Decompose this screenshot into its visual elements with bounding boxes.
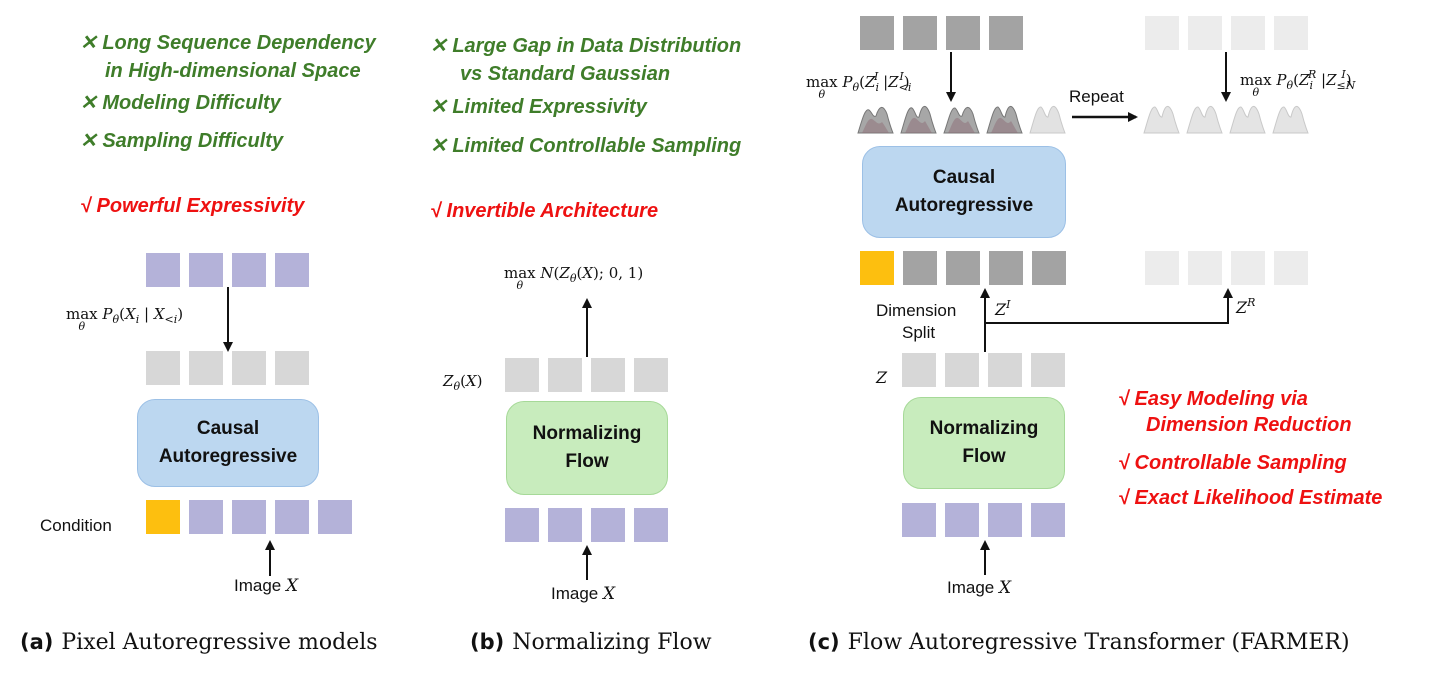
input-token (945, 503, 979, 537)
top-token-light (1188, 16, 1222, 50)
pro-c-2: √ Controllable Sampling (1118, 452, 1347, 474)
top-token-light (1145, 16, 1179, 50)
pro-c-1-cont: Dimension Reduction (1146, 414, 1352, 436)
con-a-1-cont: in High-dimensional Space (105, 60, 361, 82)
top-token-dark (903, 16, 937, 50)
block-label: Causal (196, 418, 260, 439)
block-label: Normalizing (532, 423, 642, 444)
target-token (232, 253, 266, 287)
distribution-curves-dark-inner (862, 117, 1018, 133)
con-b-3: ✕ Limited Controllable Sampling (430, 135, 742, 157)
block-label: Autoregressive (158, 446, 298, 467)
latent-token (505, 358, 539, 392)
arrow-c-split-zr (985, 288, 1233, 324)
block-label: Flow (962, 446, 1006, 467)
block-label: Causal (932, 167, 996, 188)
con-b-2: ✕ Limited Expressivity (430, 96, 647, 118)
input-token (634, 508, 668, 542)
input-token (318, 500, 352, 534)
con-b-1-cont: vs Standard Gaussian (460, 63, 671, 85)
block-label: Normalizing (929, 418, 1039, 439)
informative-token (1032, 251, 1066, 285)
target-token (146, 253, 180, 287)
input-token (232, 500, 266, 534)
target-token (275, 253, 309, 287)
latent-token (902, 353, 936, 387)
con-a-2: ✕ Modeling Difficulty (80, 92, 281, 114)
input-token (275, 500, 309, 534)
informative-token (946, 251, 980, 285)
pro-a: √ Powerful Expressivity (80, 195, 305, 217)
redundant-token (1274, 251, 1308, 285)
input-token (189, 500, 223, 534)
latent-token (548, 358, 582, 392)
top-token-dark (989, 16, 1023, 50)
redundant-token (1145, 251, 1179, 285)
pro-b: √ Invertible Architecture (430, 200, 659, 222)
input-label-c: Image X (947, 578, 1012, 598)
input-token (505, 508, 539, 542)
caption-b: (b)Normalizing Flow (470, 630, 712, 655)
input-label-a: Image X (234, 576, 299, 596)
latent-token (634, 358, 668, 392)
top-token-light (1231, 16, 1265, 50)
informative-token (989, 251, 1023, 285)
block-label: Flow (565, 451, 609, 472)
con-a-1: ✕ Long Sequence Dependency (80, 32, 376, 54)
condition-label: Condition (40, 516, 112, 535)
target-token (189, 253, 223, 287)
informative-token (903, 251, 937, 285)
zi-label: ZI (995, 298, 1011, 319)
pro-c-1: √ Easy Modeling via (1118, 388, 1308, 410)
condition-token (146, 500, 180, 534)
caption-a: (a)Pixel Autoregressive models (20, 630, 378, 655)
input-token (1031, 503, 1065, 537)
zr-label: ZR (1236, 296, 1256, 317)
input-token (988, 503, 1022, 537)
latent-token (945, 353, 979, 387)
top-token-dark (860, 16, 894, 50)
output-token (232, 351, 266, 385)
output-token (146, 351, 180, 385)
dimension-split-label: Dimension (876, 301, 957, 320)
input-token (548, 508, 582, 542)
redundant-token (1188, 251, 1222, 285)
latent-label-b: Zθ(X) (443, 372, 483, 393)
latent-token (591, 358, 625, 392)
top-token-dark (946, 16, 980, 50)
block-label: Autoregressive (894, 195, 1034, 216)
dimension-split-label: Split (902, 323, 936, 342)
z-label: Z (876, 368, 888, 387)
latent-token (1031, 353, 1065, 387)
distribution-curves-light (1143, 106, 1309, 134)
condition-token (860, 251, 894, 285)
caption-c: (c)Flow Autoregressive Transformer (FARM… (808, 630, 1350, 655)
pro-c-3: √ Exact Likelihood Estimate (1118, 487, 1383, 509)
top-token-light (1274, 16, 1308, 50)
distribution-curve-faded (1029, 106, 1066, 134)
con-a-3: ✕ Sampling Difficulty (80, 130, 284, 152)
con-b-1: ✕ Large Gap in Data Distribution (430, 35, 742, 57)
input-token (591, 508, 625, 542)
repeat-label: Repeat (1069, 87, 1124, 106)
output-token (189, 351, 223, 385)
input-token (902, 503, 936, 537)
redundant-token (1231, 251, 1265, 285)
output-token (275, 351, 309, 385)
input-label-b: Image X (551, 584, 616, 604)
latent-token (988, 353, 1022, 387)
